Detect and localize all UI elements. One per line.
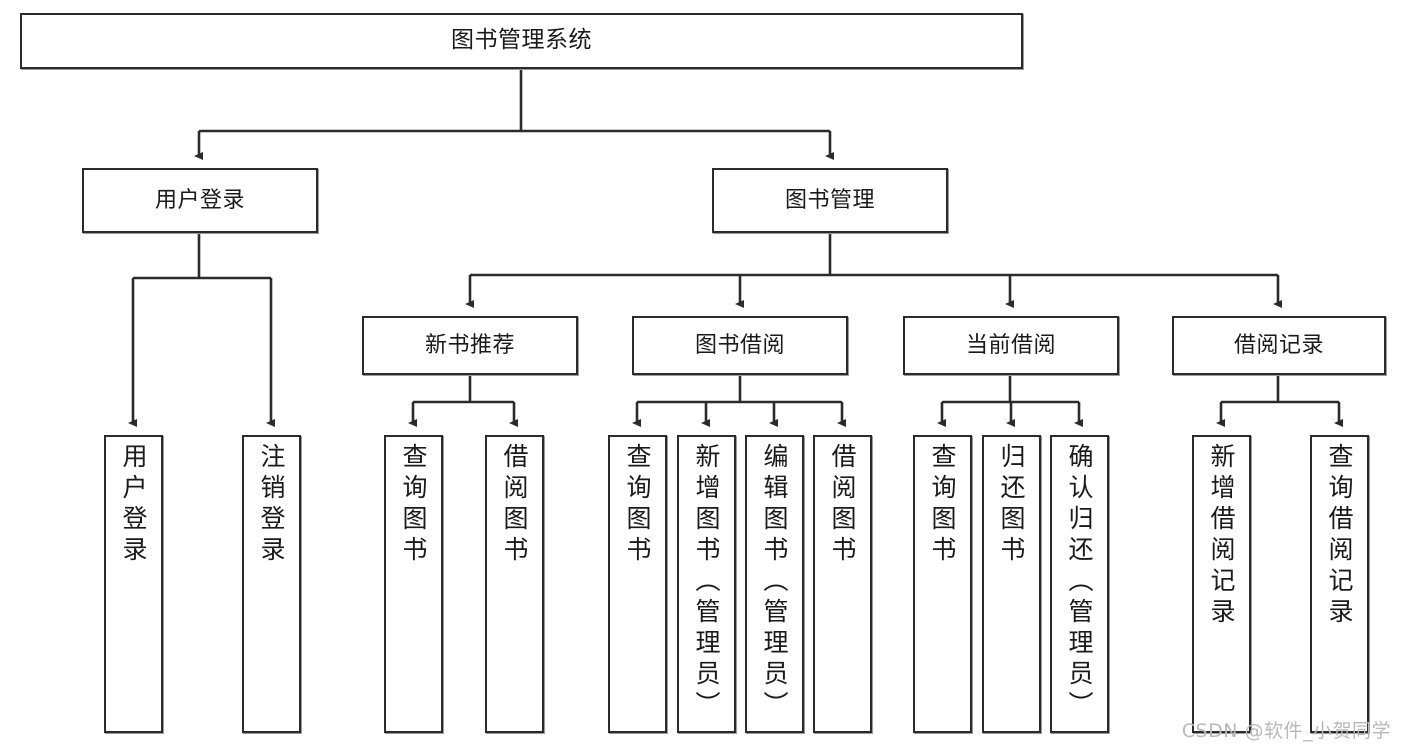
node-label: 图书管理	[784, 187, 875, 213]
node-leaf-add-book-admin[interactable]: 新增图书（管理员）	[677, 435, 736, 733]
node-label: 查询图书	[399, 443, 428, 567]
csdn-watermark: CSDN @软件_小贺同学	[1181, 720, 1391, 742]
node-new-book-recommendation[interactable]: 新书推荐	[362, 316, 578, 375]
node-label: 当前借阅	[965, 332, 1056, 358]
node-borrow-record[interactable]: 借阅记录	[1172, 316, 1386, 375]
node-current-borrow[interactable]: 当前借阅	[903, 316, 1119, 375]
node-leaf-query-book-new[interactable]: 查询图书	[384, 435, 443, 733]
node-user-login[interactable]: 用户登录	[82, 168, 318, 233]
node-label: 查询图书	[623, 443, 652, 567]
node-label: 借阅记录	[1233, 332, 1324, 358]
node-leaf-return-book[interactable]: 归还图书	[982, 435, 1041, 733]
node-leaf-edit-book-admin[interactable]: 编辑图书（管理员）	[745, 435, 804, 733]
node-leaf-user-login[interactable]: 用户登录	[104, 435, 163, 733]
node-leaf-add-borrow-record[interactable]: 新增借阅记录	[1192, 435, 1251, 733]
node-label: 新增借阅记录	[1207, 443, 1236, 629]
node-label: 编辑图书（管理员）	[760, 443, 789, 722]
node-leaf-query-borrow-record[interactable]: 查询借阅记录	[1310, 435, 1369, 733]
node-label: 图书借阅	[694, 332, 785, 358]
node-leaf-query-book-borrow[interactable]: 查询图书	[608, 435, 667, 733]
node-label: 新书推荐	[424, 332, 515, 358]
node-label: 借阅图书	[500, 443, 529, 567]
node-book-management[interactable]: 图书管理	[712, 168, 948, 233]
node-leaf-borrow-book-borrow[interactable]: 借阅图书	[813, 435, 872, 733]
node-label: 新增图书（管理员）	[692, 443, 721, 722]
node-label: 图书管理系统	[451, 27, 592, 54]
node-root-book-management-system[interactable]: 图书管理系统	[20, 13, 1023, 69]
node-label: 用户登录	[154, 187, 245, 213]
node-label: 借阅图书	[828, 443, 857, 567]
node-leaf-logout[interactable]: 注销登录	[242, 435, 301, 733]
node-label: 注销登录	[257, 443, 286, 567]
node-leaf-query-book-current[interactable]: 查询图书	[913, 435, 972, 733]
node-label: 确认归还（管理员）	[1065, 443, 1094, 722]
node-leaf-borrow-book-new[interactable]: 借阅图书	[485, 435, 544, 733]
node-label: 归还图书	[997, 443, 1026, 567]
node-book-borrow[interactable]: 图书借阅	[632, 316, 848, 375]
node-label: 查询图书	[928, 443, 957, 567]
node-leaf-confirm-return-admin[interactable]: 确认归还（管理员）	[1050, 435, 1109, 733]
node-label: 用户登录	[119, 443, 148, 567]
node-label: 查询借阅记录	[1325, 443, 1354, 629]
